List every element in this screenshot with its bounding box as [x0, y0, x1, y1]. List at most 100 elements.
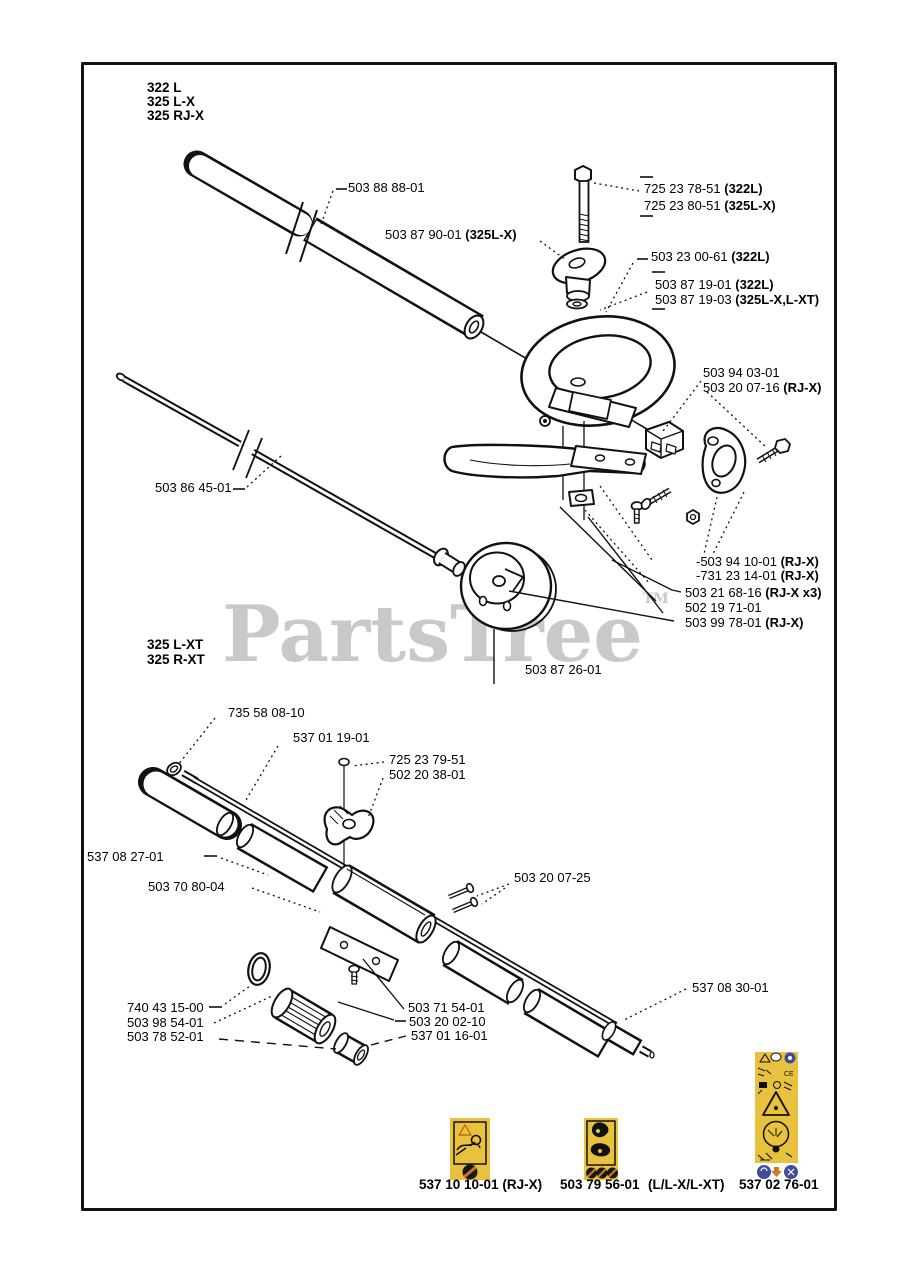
- drive-coupling-parts: [247, 952, 369, 1066]
- part-callout: 503 71 54-01: [408, 1001, 485, 1015]
- part-callout: 503 78 52-01: [127, 1030, 204, 1044]
- model-suffix: (RJ-X): [776, 554, 819, 569]
- warning-triangle-icon: [762, 1091, 790, 1116]
- part-number: 503 99 78-01: [685, 615, 762, 630]
- model-suffix: (325L-X): [720, 198, 776, 213]
- decal-product-safety: CE: [755, 1052, 798, 1179]
- upper-leader-lines: [233, 176, 767, 614]
- j-handle-bar: [443, 443, 647, 479]
- loop-handle: [520, 315, 676, 520]
- part-callout: 502 20 38-01: [389, 768, 466, 782]
- part-callout: -731 23 14-01 (RJ-X): [696, 569, 819, 583]
- handle-wing-knob: [551, 247, 607, 310]
- part-number: 325 L-X: [147, 94, 196, 109]
- decal-ear-protection: [450, 1118, 490, 1180]
- part-number: 740 43 15-00: [127, 1000, 204, 1015]
- part-callout: 537 01 16-01: [411, 1029, 488, 1043]
- part-number: 537 08 27-01: [87, 849, 164, 864]
- part-number: 735 58 08-10: [228, 705, 305, 720]
- part-callout: 725 23 80-51 (325L-X): [644, 199, 776, 213]
- part-callout: 740 43 15-00: [127, 1001, 204, 1015]
- part-callout: 503 21 68-16 (RJ-X x3): [685, 586, 822, 600]
- model-heading: 325 RJ-X: [147, 109, 204, 123]
- part-number: 503 94 03-01: [703, 365, 780, 380]
- part-number: 503 87 19-03: [655, 292, 732, 307]
- upper-shaft-tube: [183, 150, 677, 447]
- part-number: 503 70 80-04: [148, 879, 225, 894]
- part-callout: 503 87 90-01 (325L-X): [385, 228, 517, 242]
- model-heading: 325 R-XT: [147, 653, 205, 667]
- model-suffix: (RJ-X): [761, 615, 804, 630]
- part-callout: 503 87 19-03 (325L-X,L-XT): [655, 293, 819, 307]
- model-suffix: (RJ-X x3): [761, 585, 822, 600]
- part-callout: 537 01 19-01: [293, 731, 370, 745]
- part-callout: 503 20 07-25: [514, 871, 591, 885]
- part-number: 503 87 26-01: [525, 662, 602, 677]
- part-callout: 503 94 03-01: [703, 366, 780, 380]
- part-number: 325 RJ-X: [147, 108, 205, 123]
- shaft-wing-clamp: [323, 757, 375, 884]
- page-border: [81, 62, 837, 1211]
- thrown-object-icon: [591, 1122, 609, 1138]
- part-number: 537 01 16-01: [411, 1028, 488, 1043]
- part-number: 502 20 38-01: [389, 767, 466, 782]
- model-suffix: (325L-X,L-XT): [731, 292, 820, 307]
- clutch-drum: [459, 541, 675, 684]
- part-number: 503 87 19-01: [655, 277, 732, 292]
- part-callout: 503 20 02-10: [409, 1015, 486, 1029]
- decal-caption: 537 10 10-01 (RJ-X): [419, 1178, 542, 1192]
- part-number: 537 08 30-01: [692, 980, 769, 995]
- model-suffix: (322L): [720, 181, 763, 196]
- part-callout: 503 70 80-04: [148, 880, 225, 894]
- model-heading: 325 L-XT: [147, 638, 203, 652]
- ce-mark: CE: [784, 1071, 794, 1078]
- watermark-text: PartsTree: [222, 589, 643, 680]
- arrow-down-icon: [771, 1167, 782, 1177]
- part-number: 325 L-XT: [147, 637, 204, 652]
- part-callout: 537 08 30-01: [692, 981, 769, 995]
- part-callout: 725 23 79-51: [389, 753, 466, 767]
- model-suffix: (325L-X): [461, 227, 517, 242]
- part-number: 503 20 02-10: [409, 1014, 486, 1029]
- kickback-icon: [757, 1152, 793, 1161]
- rjx-handle-bracket: [701, 426, 791, 494]
- part-callout: 503 98 54-01: [127, 1016, 204, 1030]
- decal-blade-warning: [584, 1118, 618, 1180]
- part-callout: 503 88 88-01: [348, 181, 425, 195]
- part-number: 503 20 07-25: [514, 870, 591, 885]
- watermark: PartsTreeTM: [222, 592, 669, 674]
- part-number: 325 R-XT: [147, 652, 205, 667]
- part-number: -503 94 10-01: [696, 554, 777, 569]
- part-callout: 503 20 07-16 (RJ-X): [703, 381, 822, 395]
- part-number: 725 23 80-51: [644, 198, 721, 213]
- lower-tube-upper-half: [138, 767, 329, 894]
- part-number: 503 71 54-01: [408, 1000, 485, 1015]
- decal-caption: 503 79 56-01: [560, 1178, 640, 1192]
- flexible-drive-shaft: [115, 372, 476, 582]
- part-callout: -503 94 10-01 (RJ-X): [696, 555, 819, 569]
- part-number: 503 88 88-01: [348, 180, 425, 195]
- part-number: 725 23 78-51: [644, 181, 721, 196]
- part-callout: 735 58 08-10: [228, 706, 305, 720]
- handle-knob-bolt: [574, 165, 592, 243]
- part-number: 503 98 54-01: [127, 1015, 204, 1030]
- part-number: 503 86 45-01: [155, 480, 232, 495]
- part-callout: 502 19 71-01: [685, 601, 762, 615]
- model-suffix: (RJ-X): [779, 380, 822, 395]
- model-suffix: (RJ-X): [776, 568, 819, 583]
- handle-clamp-hardware: [568, 421, 700, 525]
- part-number: 537 02 76-01: [739, 1177, 819, 1192]
- decal-caption: 537 02 76-01: [739, 1178, 819, 1192]
- part-callout: 503 99 78-01 (RJ-X): [685, 616, 804, 630]
- part-number: 503 21 68-16: [685, 585, 762, 600]
- part-number: 725 23 79-51: [389, 752, 466, 767]
- helmet-icon: [757, 1165, 771, 1179]
- part-number: 503 79 56-01: [560, 1177, 640, 1192]
- part-callout: 725 23 78-51 (322L): [644, 182, 763, 196]
- part-number: 503 20 07-16: [703, 380, 780, 395]
- model-suffix: (322L): [731, 277, 774, 292]
- decal-caption: (L/L-X/L-XT): [648, 1178, 724, 1192]
- warning-triangle-icon: [458, 1124, 472, 1136]
